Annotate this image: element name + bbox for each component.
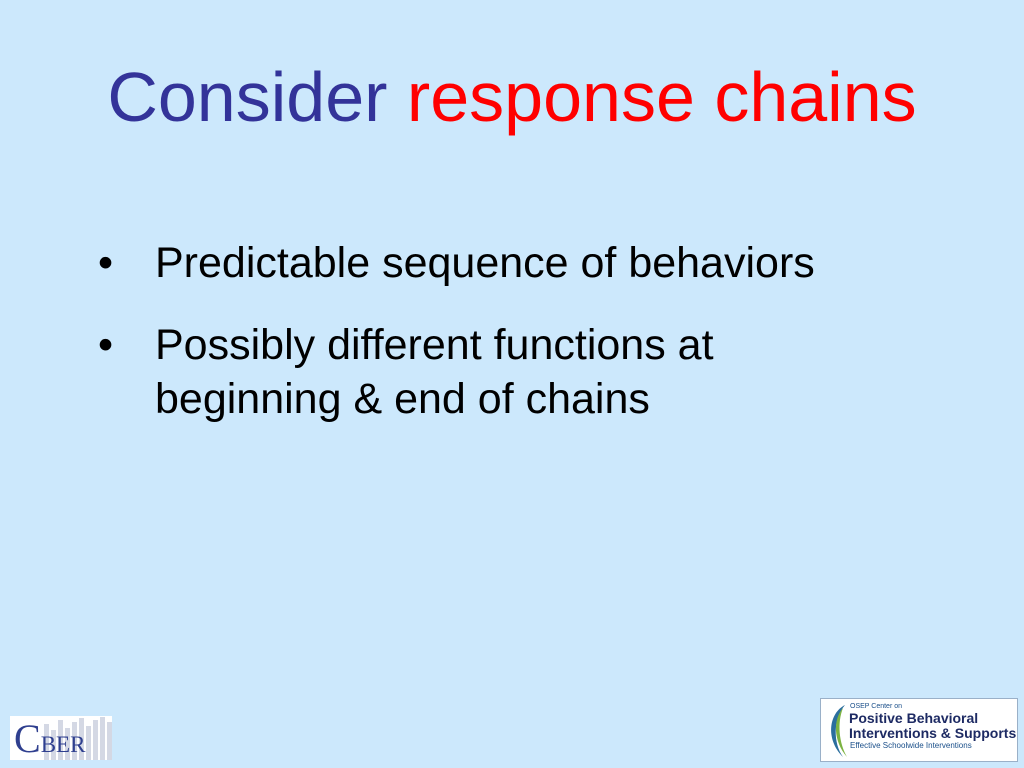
bullet-item: • Predictable sequence of behaviors xyxy=(98,236,898,290)
bullet-item: • Possibly different functions at beginn… xyxy=(98,318,898,426)
cber-letters-ber: BER xyxy=(40,732,86,757)
bullet-text: Predictable sequence of behaviors xyxy=(155,239,815,287)
bullet-marker: • xyxy=(98,239,114,287)
cber-logo: CBER xyxy=(10,716,112,760)
cber-letter-c: C xyxy=(14,716,41,760)
bullet-list: • Predictable sequence of behaviors • Po… xyxy=(98,236,898,454)
bullet-text: Possibly different functions at beginnin… xyxy=(155,321,714,423)
title-part-response-chains: response chains xyxy=(406,58,917,136)
slide-title: Consider response chains xyxy=(0,52,1024,142)
pbis-osep-label: OSEP Center on xyxy=(850,703,903,710)
pbis-tagline: Effective Schoolwide Interventions xyxy=(850,741,972,750)
pbis-title-line2: Interventions & Supports xyxy=(849,725,1017,741)
pbis-swoosh-icon xyxy=(831,705,847,757)
cber-bars-icon xyxy=(44,717,112,760)
cber-wordmark: CBER xyxy=(14,719,86,760)
bullet-marker: • xyxy=(98,321,114,369)
pbis-logo: OSEP Center on Positive Behavioral Inter… xyxy=(820,698,1018,762)
pbis-title-line1: Positive Behavioral xyxy=(849,710,979,726)
title-part-consider: Consider xyxy=(107,58,388,136)
